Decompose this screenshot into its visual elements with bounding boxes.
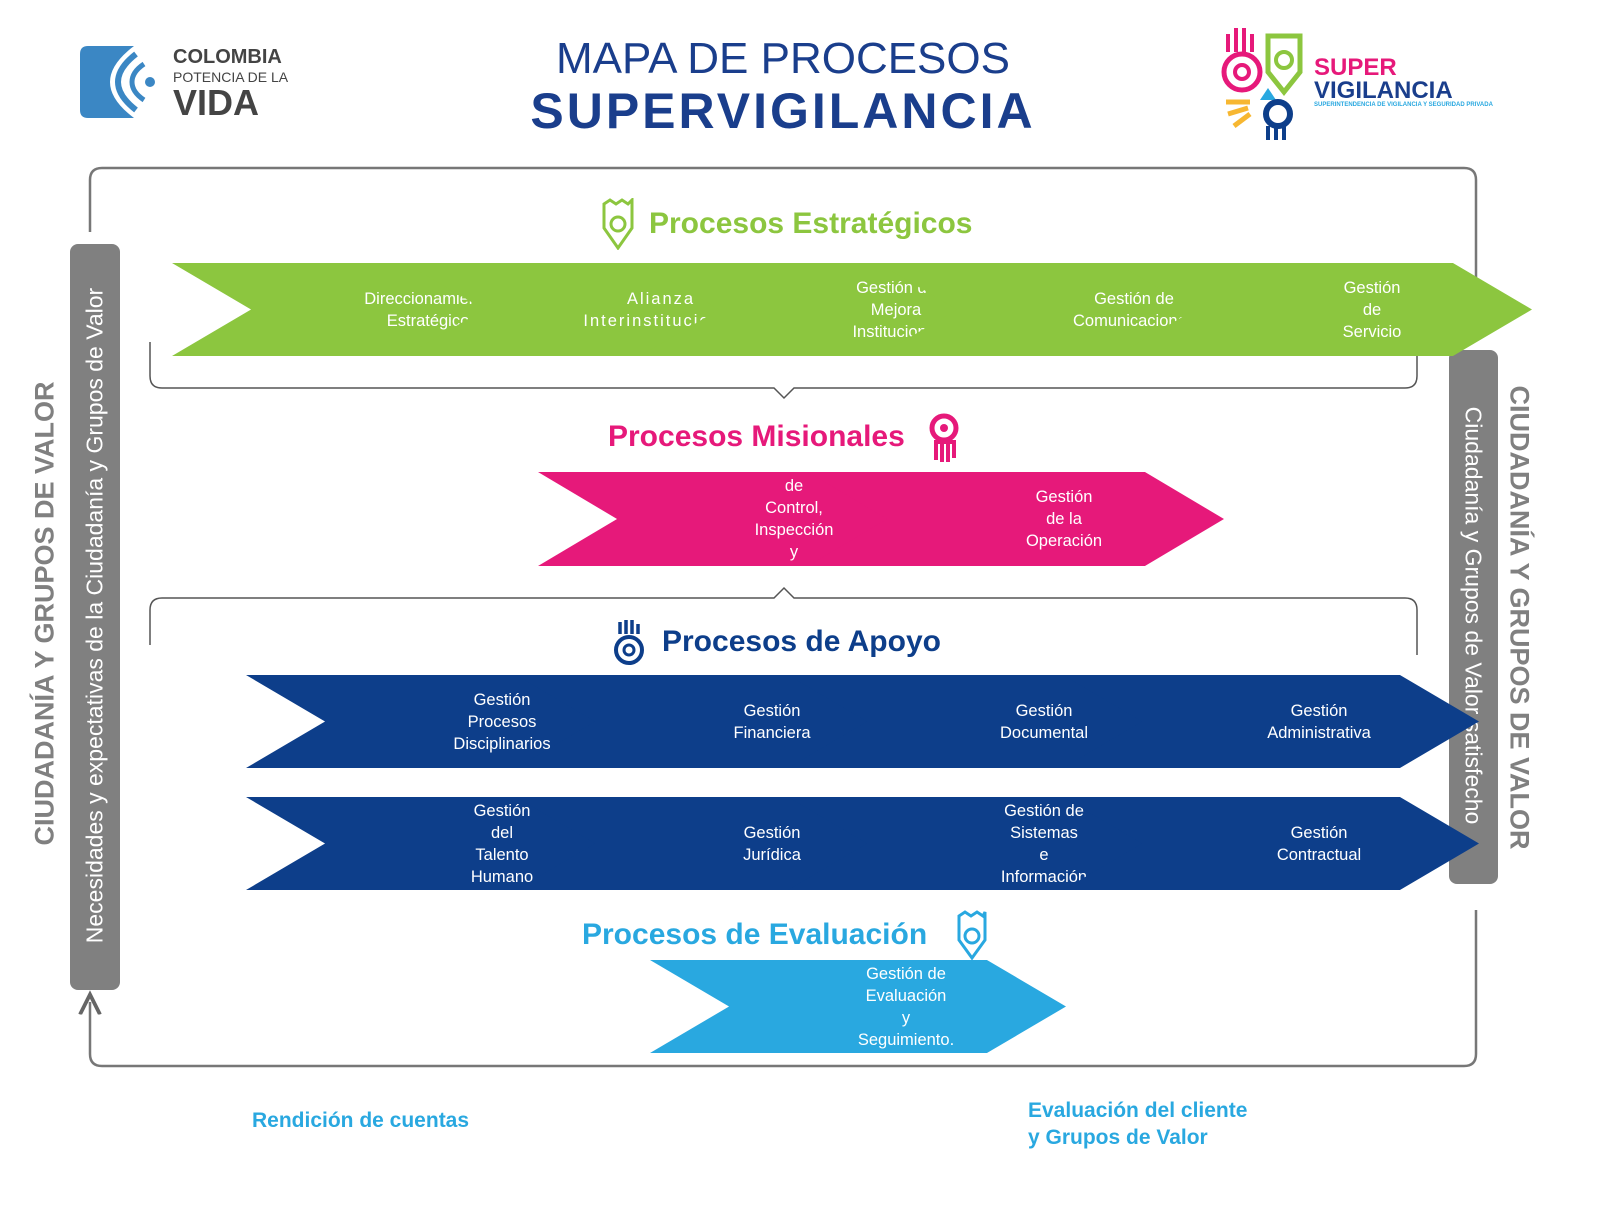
supervigilancia-logo: SUPER VIGILANCIA SUPERINTENDENCIA DE VIG… xyxy=(1220,22,1493,147)
footer-evaluacion-line1: Evaluación del cliente xyxy=(1028,1099,1248,1122)
logo-subtitle: SUPERINTENDENCIA DE VIGILANCIA Y SEGURID… xyxy=(1314,102,1493,108)
missional-hand-icon xyxy=(929,413,959,462)
footer-evaluacion-line2: y Grupos de Valor xyxy=(1028,1126,1208,1149)
evaluation-title: Procesos de Evaluación xyxy=(582,918,928,951)
footer-rendicion: Rendición de cuentas xyxy=(252,1109,470,1132)
right-bar-text: Ciudadanía y Grupos de Valor satisfecho xyxy=(1460,406,1487,825)
supervigilancia-emblem-icon xyxy=(1221,28,1303,140)
logo-super: SUPER xyxy=(1314,54,1397,81)
footer-evaluacion: Evaluación del cliente y Grupos de Valor xyxy=(1028,1097,1247,1151)
title-line2: SUPERVIGILANCIA xyxy=(530,83,1036,139)
page-title: MAPA DE PROCESOS SUPERVIGILANCIA xyxy=(0,34,1566,138)
left-side-bar xyxy=(70,244,120,990)
colombia-logo-line3: VIDA xyxy=(173,82,260,123)
support-hand-icon xyxy=(614,620,644,665)
left-bar-text: Necesidades y expectativas de la Ciudada… xyxy=(81,287,108,944)
evaluation-icon xyxy=(957,910,987,960)
support-title: Procesos de Apoyo xyxy=(662,625,941,658)
logo-vigilancia: VIGILANCIA xyxy=(1314,77,1453,104)
missional-title: Procesos Misionales xyxy=(608,420,905,453)
title-line1: MAPA DE PROCESOS xyxy=(556,34,1010,83)
right-side-bar xyxy=(1449,350,1498,884)
strategic-icon xyxy=(602,198,634,250)
strategic-title: Procesos Estratégicos xyxy=(649,207,973,240)
colombia-logo-line2: POTENCIA DE LA xyxy=(173,69,289,85)
right-outer-label: CIUDADANÍA Y GRUPOS DE VALOR xyxy=(1504,385,1535,850)
colombia-logo-line1: COLOMBIA xyxy=(173,46,282,68)
left-outer-label: CIUDADANÍA Y GRUPOS DE VALOR xyxy=(29,381,60,846)
colombia-wave-icon xyxy=(80,46,155,118)
